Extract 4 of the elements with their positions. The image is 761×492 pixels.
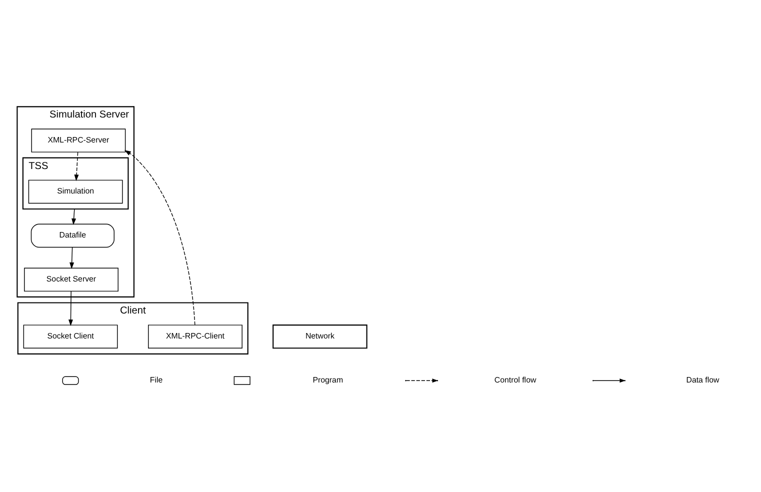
legend-label: File xyxy=(150,375,163,384)
legend-label: Data flow xyxy=(686,375,720,384)
legend-label: Control flow xyxy=(494,375,536,384)
legend-label: Program xyxy=(312,375,344,384)
